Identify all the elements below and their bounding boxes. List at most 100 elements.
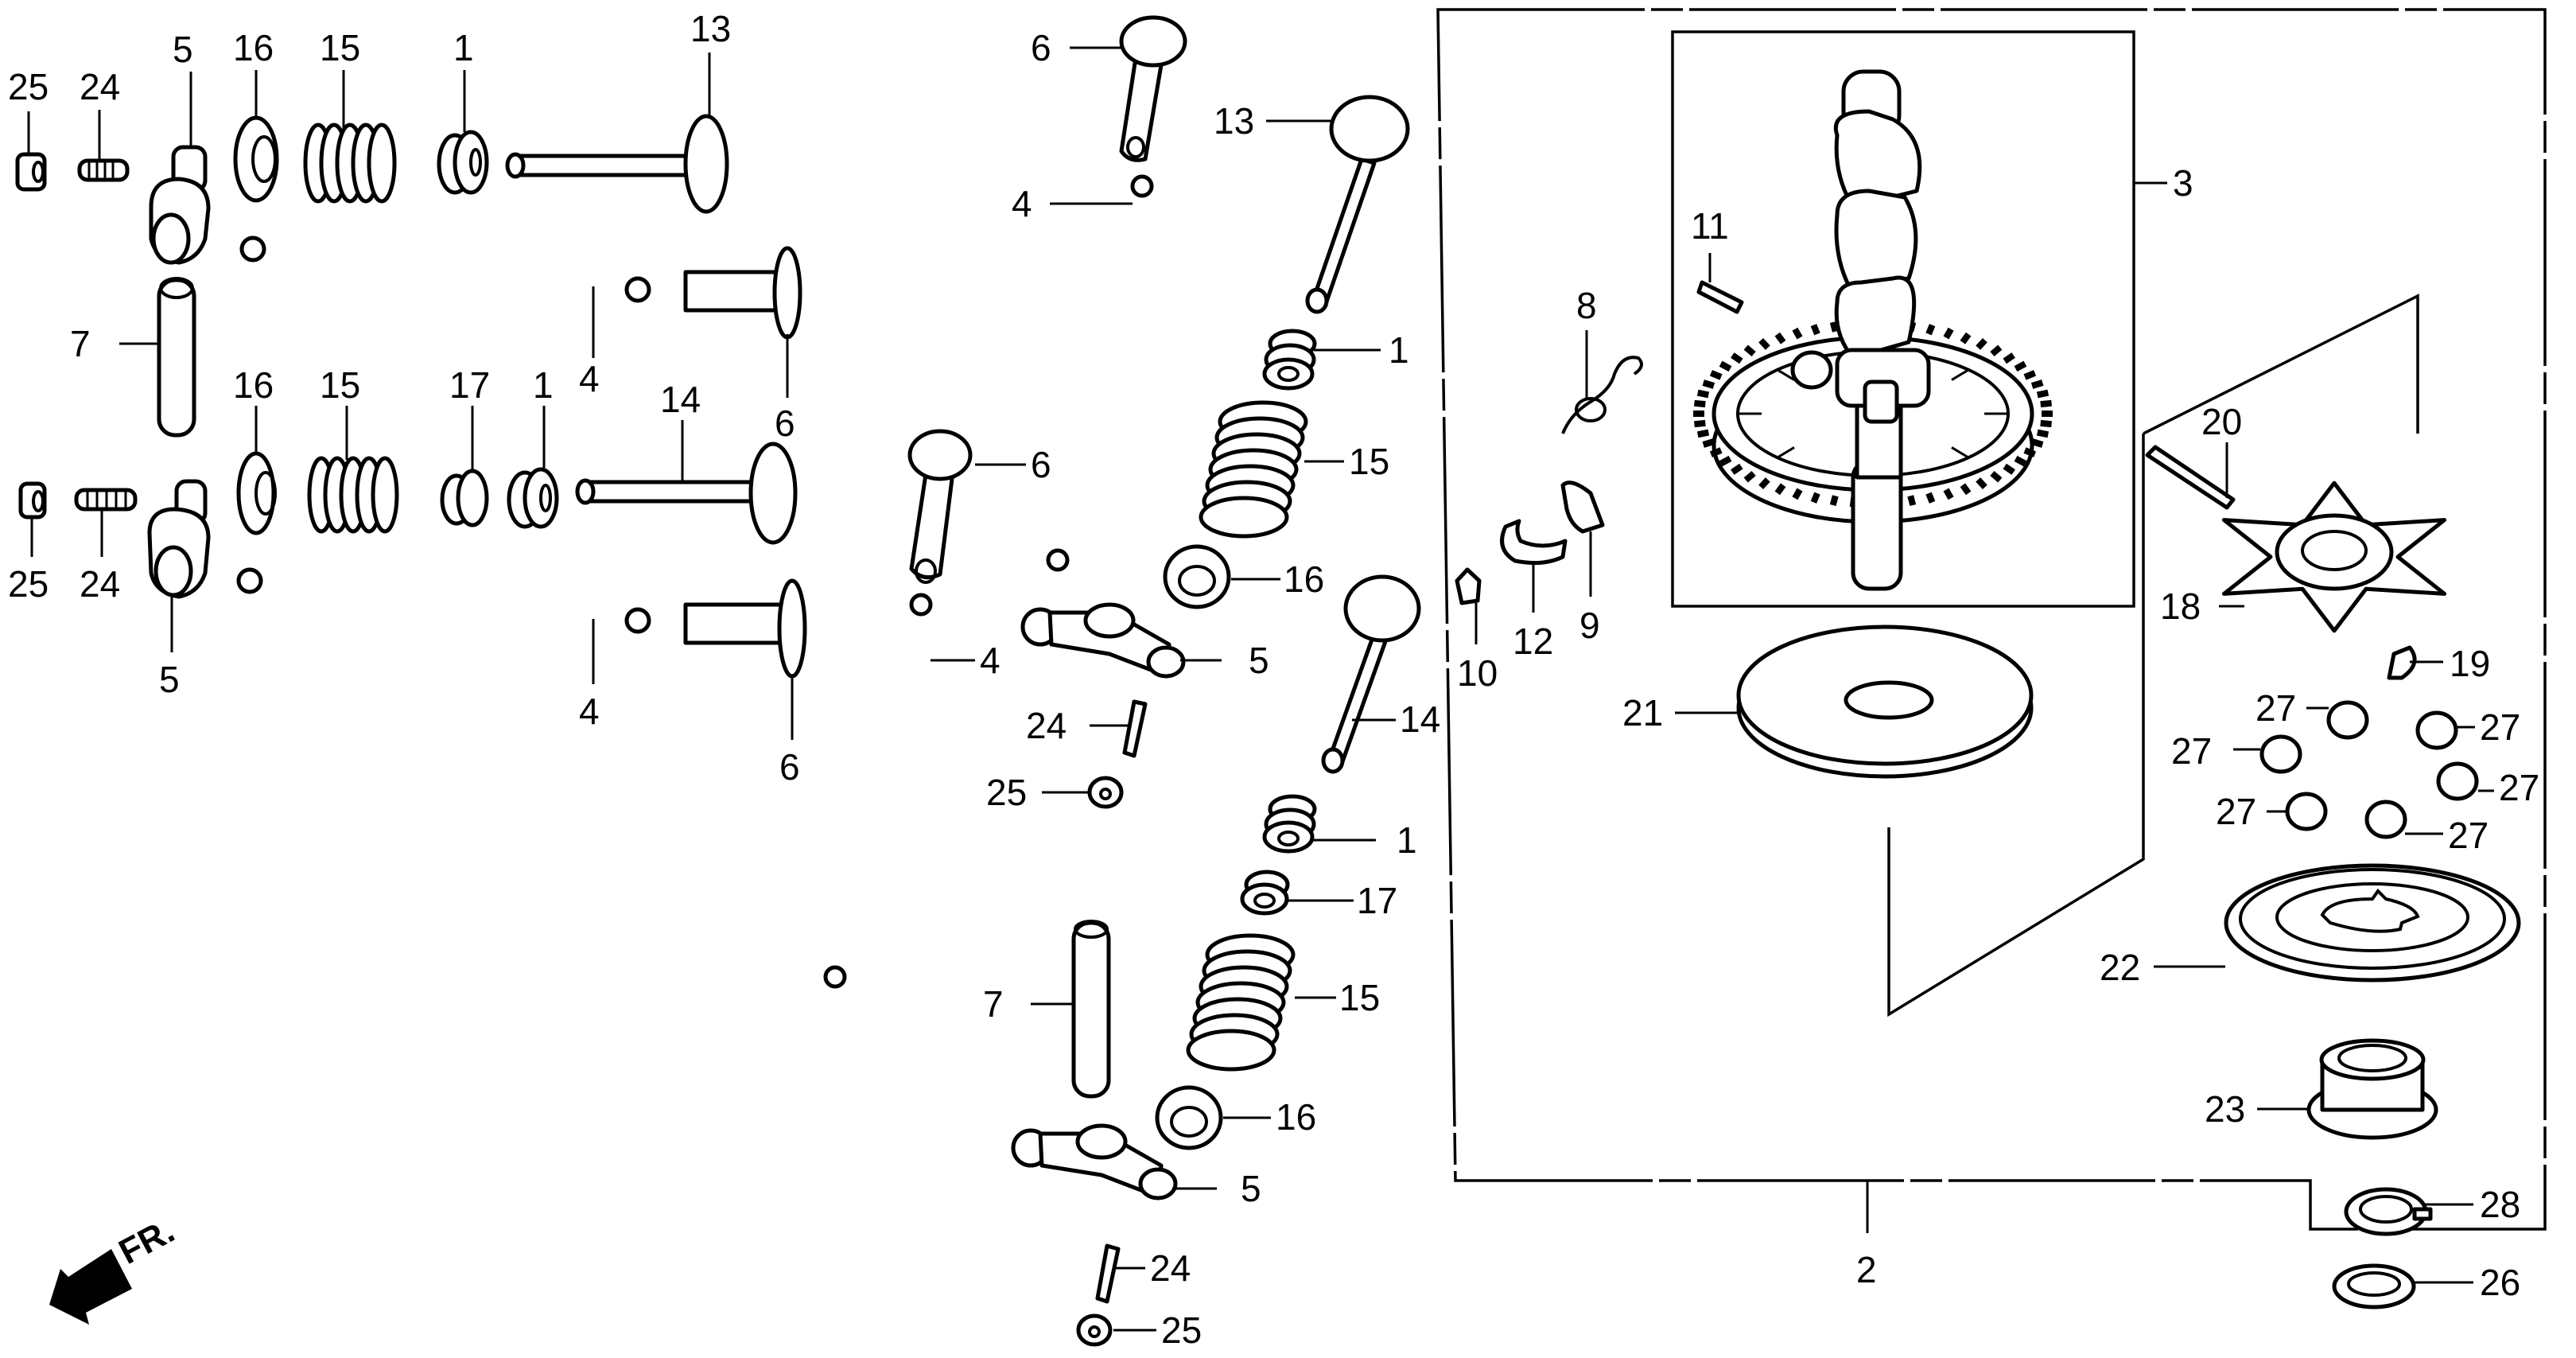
callout-24: 24	[1150, 1247, 1191, 1289]
steel-ball-icon	[2259, 734, 2302, 774]
callout-15: 15	[1349, 441, 1389, 482]
nut-icon	[1076, 1313, 1113, 1347]
spring-retainer-icon	[1163, 544, 1231, 609]
valve-rotator-icon	[440, 469, 489, 527]
adjuster-screw-icon	[74, 488, 138, 512]
callout-4: 4	[579, 358, 600, 399]
callout-4: 4	[579, 691, 600, 732]
steel-ball-icon	[2436, 761, 2479, 801]
steel-ball-icon	[2285, 792, 2328, 831]
callout-6: 6	[775, 403, 795, 444]
callout-26: 26	[2480, 1262, 2520, 1303]
callout-23: 23	[2205, 1088, 2245, 1130]
callout-labels: 25 24 5 16 15 1 13 7 4 6 16 15 17 1 14 2…	[8, 8, 2539, 1351]
callout-28: 28	[2480, 1184, 2520, 1225]
callout-12: 12	[1513, 621, 1553, 662]
callout-11: 11	[1691, 205, 1729, 247]
callout-25: 25	[986, 772, 1027, 813]
nut-icon	[18, 481, 47, 519]
callout-27: 27	[2255, 687, 2296, 729]
callout-25: 25	[1161, 1309, 1202, 1351]
callout-10: 10	[1457, 652, 1498, 694]
callout-4: 4	[980, 640, 1000, 681]
valve-lifter-icon	[907, 429, 973, 584]
callout-13: 13	[1214, 100, 1254, 142]
valve-spring-icon	[1199, 400, 1308, 539]
valve-lifter-icon	[683, 578, 807, 679]
callout-6: 6	[1031, 444, 1051, 485]
front-direction-indicator: FR.	[49, 1211, 181, 1325]
spring-coil	[1199, 496, 1289, 539]
intake-valve-icon	[505, 114, 729, 214]
callout-5: 5	[173, 29, 193, 70]
callout-27: 27	[2499, 767, 2539, 808]
spring-retainer-icon	[236, 451, 277, 535]
thrust-washer-icon	[1736, 625, 2034, 779]
callout-27: 27	[2480, 706, 2520, 748]
bush-icon	[2306, 1038, 2438, 1140]
pin-icon	[1696, 280, 1744, 314]
callout-25: 25	[8, 66, 49, 107]
rocker-arm-icon	[1011, 1123, 1178, 1200]
weight-subframe	[1887, 294, 2419, 1018]
callout-22: 22	[2100, 947, 2140, 988]
pin-icon	[2145, 445, 2236, 510]
callout-6: 6	[1031, 27, 1051, 68]
valve-rotator-icon	[1240, 870, 1290, 916]
callout-27: 27	[2216, 791, 2256, 832]
spring-coil	[1186, 1029, 1276, 1072]
governor-weight-icon	[1560, 481, 1605, 534]
rocker-arm-icon	[149, 145, 211, 265]
callout-13: 13	[690, 8, 731, 49]
small-clip-icon	[1455, 567, 1482, 605]
valve-seal-icon	[507, 467, 559, 529]
callout-16: 16	[233, 364, 274, 406]
left-top-assembly	[15, 53, 802, 438]
nut-icon	[1087, 776, 1124, 809]
valve-seal-icon	[1262, 794, 1317, 854]
callout-2: 2	[1856, 1249, 1877, 1290]
callout-7: 7	[70, 323, 91, 364]
valve-spring-icon	[307, 456, 399, 534]
camshaft-assembly	[1455, 69, 2521, 1309]
callout-3: 3	[2173, 162, 2193, 204]
guide-pin-icon	[157, 277, 196, 438]
rocker-arm-icon	[1020, 602, 1186, 679]
assembly-frame	[1436, 8, 2547, 1233]
push-rod-icon	[236, 567, 651, 634]
callout-16: 16	[1284, 558, 1324, 600]
callout-24: 24	[80, 563, 120, 605]
valve-spring-icon	[1186, 933, 1296, 1072]
callout-14: 14	[1400, 698, 1440, 740]
front-direction-arrow-icon	[49, 1249, 132, 1325]
steel-ball-icon	[2415, 710, 2458, 750]
camshaft-icon	[1790, 69, 1931, 591]
exhaust-valve-icon	[1321, 574, 1421, 774]
exhaust-valve-icon	[575, 442, 798, 545]
governor-plate-icon	[2221, 481, 2447, 633]
callout-5: 5	[1249, 640, 1269, 681]
callout-24: 24	[1026, 705, 1067, 746]
callout-16: 16	[233, 27, 274, 68]
tension-spring-icon	[1561, 356, 1643, 434]
callout-15: 15	[320, 364, 360, 406]
valve-lifter-icon	[683, 246, 802, 340]
callout-15: 15	[1339, 977, 1380, 1018]
center-assembly	[823, 15, 1421, 1347]
adjuster-screw-icon	[1122, 699, 1148, 758]
intake-valve-icon	[1305, 95, 1410, 314]
adjuster-screw-icon	[77, 158, 130, 182]
spring-retainer-icon	[233, 115, 279, 203]
valve-spring-icon	[303, 123, 397, 204]
camshaft-subframe	[1671, 30, 2135, 608]
nut-icon	[15, 152, 47, 192]
key-icon	[2387, 645, 2417, 680]
washer-icon	[2332, 1263, 2416, 1309]
spring-coil	[367, 123, 397, 204]
callout-6: 6	[779, 746, 800, 788]
push-rod-icon	[823, 593, 933, 989]
callout-14: 14	[660, 379, 701, 420]
valve-lifter-icon	[1119, 15, 1187, 162]
steel-ball-icon	[2326, 700, 2369, 740]
